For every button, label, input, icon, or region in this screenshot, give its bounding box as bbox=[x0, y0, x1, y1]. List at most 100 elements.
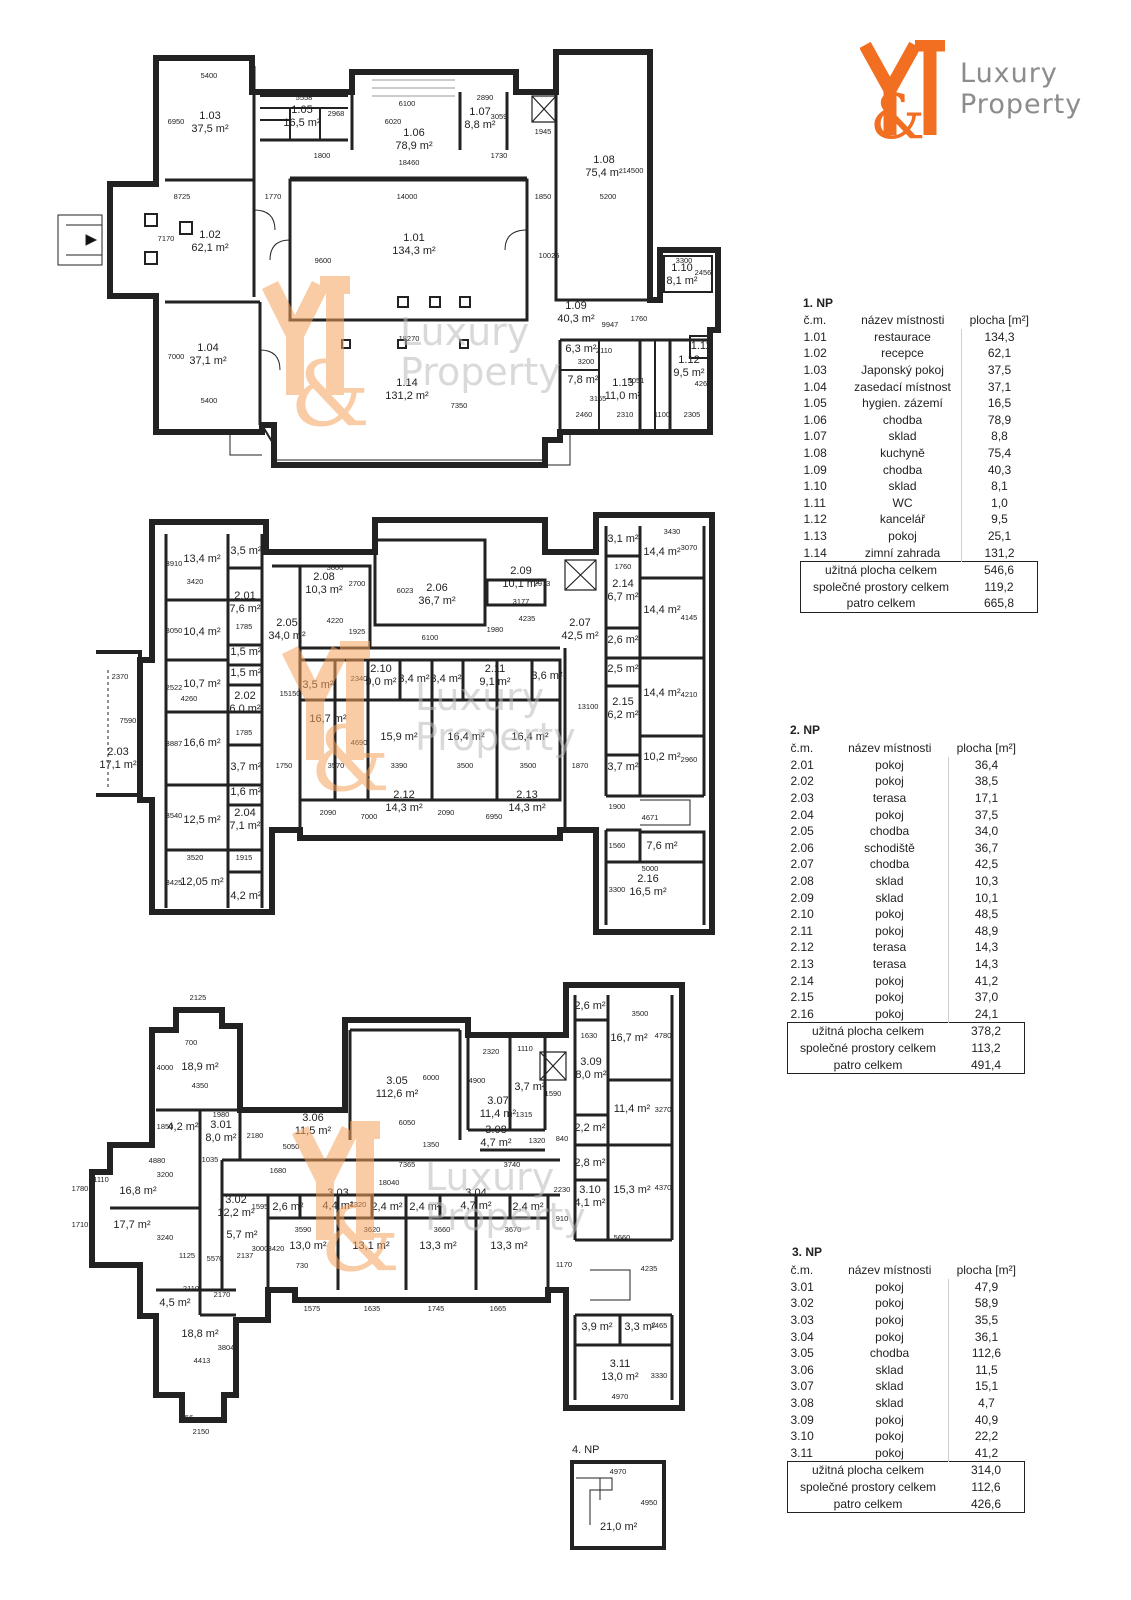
table-cell: 1.07 bbox=[803, 429, 827, 444]
room-area: 34,0 m² bbox=[268, 630, 306, 642]
dimension-value: 1760 bbox=[631, 314, 648, 323]
room-area: 13,4 m² bbox=[183, 553, 221, 565]
room-area: 9,1 m² bbox=[479, 676, 511, 688]
dimension-value: 2370 bbox=[112, 672, 129, 681]
dimension-value: 1590 bbox=[545, 1089, 562, 1098]
dimension-value: 18040 bbox=[379, 1178, 400, 1187]
dimension-value: 6950 bbox=[168, 117, 185, 126]
dimension-value: 1800 bbox=[314, 151, 331, 160]
floor-1-plan bbox=[57, 49, 721, 468]
dimension-value: 5200 bbox=[600, 192, 617, 201]
room-area: 10,2 m² bbox=[643, 751, 681, 763]
dimension-value: 3200 bbox=[578, 357, 595, 366]
table-cell: 35,5 bbox=[974, 1313, 999, 1328]
floor-1-title: 1. NP bbox=[803, 296, 834, 310]
room-area: 10,4 m² bbox=[183, 626, 221, 638]
dimension-value: 4145 bbox=[681, 613, 698, 622]
dimension-value: 3070 bbox=[681, 543, 698, 552]
table-cell: 38,5 bbox=[974, 774, 999, 789]
dimension-value: 5570 bbox=[207, 1254, 224, 1263]
dimension-value: 7350 bbox=[451, 401, 468, 410]
room-number: 3.08 bbox=[485, 1124, 506, 1136]
room-number: 2.08 bbox=[313, 571, 334, 583]
dimension-value: 2137 bbox=[237, 1251, 254, 1260]
room-number: 3.11 bbox=[610, 1358, 631, 1370]
table-cell: sklad bbox=[831, 872, 949, 890]
room-number: 3.01 bbox=[210, 1119, 231, 1131]
room-number: 1.12 bbox=[678, 354, 699, 366]
room-area: 2,4 m² bbox=[512, 1201, 544, 1213]
table-cell: 3.03 bbox=[790, 1313, 814, 1328]
brand-logo: & Luxury Property bbox=[859, 38, 1100, 153]
dimension-value: 15150 bbox=[280, 689, 301, 698]
dimension-value: 3420 bbox=[268, 1244, 285, 1253]
table-cell: 78,9 bbox=[987, 412, 1012, 427]
dimension-value: 1665 bbox=[490, 1304, 507, 1313]
room-area: 8,0 m² bbox=[575, 1069, 607, 1081]
room-area: 7,8 m² bbox=[567, 374, 599, 386]
dimension-value: 7000 bbox=[168, 352, 185, 361]
room-number: 3.09 bbox=[580, 1056, 601, 1068]
room-number: 1.04 bbox=[197, 342, 218, 354]
room-area: 1,5 m² bbox=[230, 667, 262, 679]
dimension-value: 1900 bbox=[609, 802, 626, 811]
room-number: 2.01 bbox=[234, 590, 255, 602]
table-cell: 11,5 bbox=[975, 1362, 998, 1377]
table-cell: 17,1 bbox=[974, 791, 999, 806]
dimension-value: 1850 bbox=[157, 1122, 174, 1131]
table-cell: 2.16 bbox=[790, 1006, 814, 1021]
table-cell: pokoj bbox=[831, 756, 949, 774]
table-cell: 10,1 bbox=[974, 890, 999, 905]
table-cell: 2.13 bbox=[790, 957, 814, 972]
room-number: 3.07 bbox=[487, 1095, 508, 1107]
dimension-value: 3740 bbox=[504, 1160, 521, 1169]
svg-text:Luxury: Luxury bbox=[415, 675, 544, 719]
dimension-value: 1980 bbox=[213, 1110, 230, 1119]
dimension-labels: 5400695055582968610060202890305919451800… bbox=[72, 71, 712, 1507]
dimension-value: 3670 bbox=[505, 1225, 522, 1234]
table-cell: 2.06 bbox=[790, 840, 814, 855]
table-cell: 3.08 bbox=[790, 1396, 814, 1411]
table-cell: 37,5 bbox=[974, 807, 999, 822]
room-area: 62,1 m² bbox=[191, 242, 229, 254]
room-area: 7,6 m² bbox=[646, 840, 678, 852]
room-area: 7,1 m² bbox=[229, 820, 261, 832]
room-area: 2,5 m² bbox=[607, 663, 639, 675]
table-cell: 3.10 bbox=[790, 1429, 814, 1444]
dimension-value: 1350 bbox=[423, 1140, 440, 1149]
room-area: 2,2 m² bbox=[574, 1122, 606, 1134]
table-cell: 62,1 bbox=[987, 346, 1012, 361]
table-header-cell: název místnosti bbox=[848, 741, 932, 756]
table-cell: 40,3 bbox=[987, 462, 1012, 477]
dimension-value: 2305 bbox=[684, 410, 701, 419]
room-area: 4,1 m² bbox=[574, 1197, 606, 1209]
dimension-value: 3050 bbox=[166, 626, 183, 635]
dimension-value: 1110 bbox=[517, 1044, 533, 1053]
dimension-value: 4260 bbox=[695, 379, 712, 388]
table-cell: 8,8 bbox=[991, 429, 1008, 444]
dimension-value: 730 bbox=[296, 1261, 309, 1270]
dimension-value: 1635 bbox=[364, 1304, 381, 1313]
table-cell: 1.06 bbox=[803, 412, 827, 427]
room-area: 4,7 m² bbox=[480, 1137, 512, 1149]
dimension-value: 3300 bbox=[609, 885, 626, 894]
table-header-cell: plocha [m²] bbox=[956, 741, 1016, 756]
dimension-value: 1750 bbox=[276, 761, 293, 770]
table-cell: 8,1 bbox=[991, 479, 1008, 494]
table-cell: 3.05 bbox=[790, 1346, 814, 1361]
